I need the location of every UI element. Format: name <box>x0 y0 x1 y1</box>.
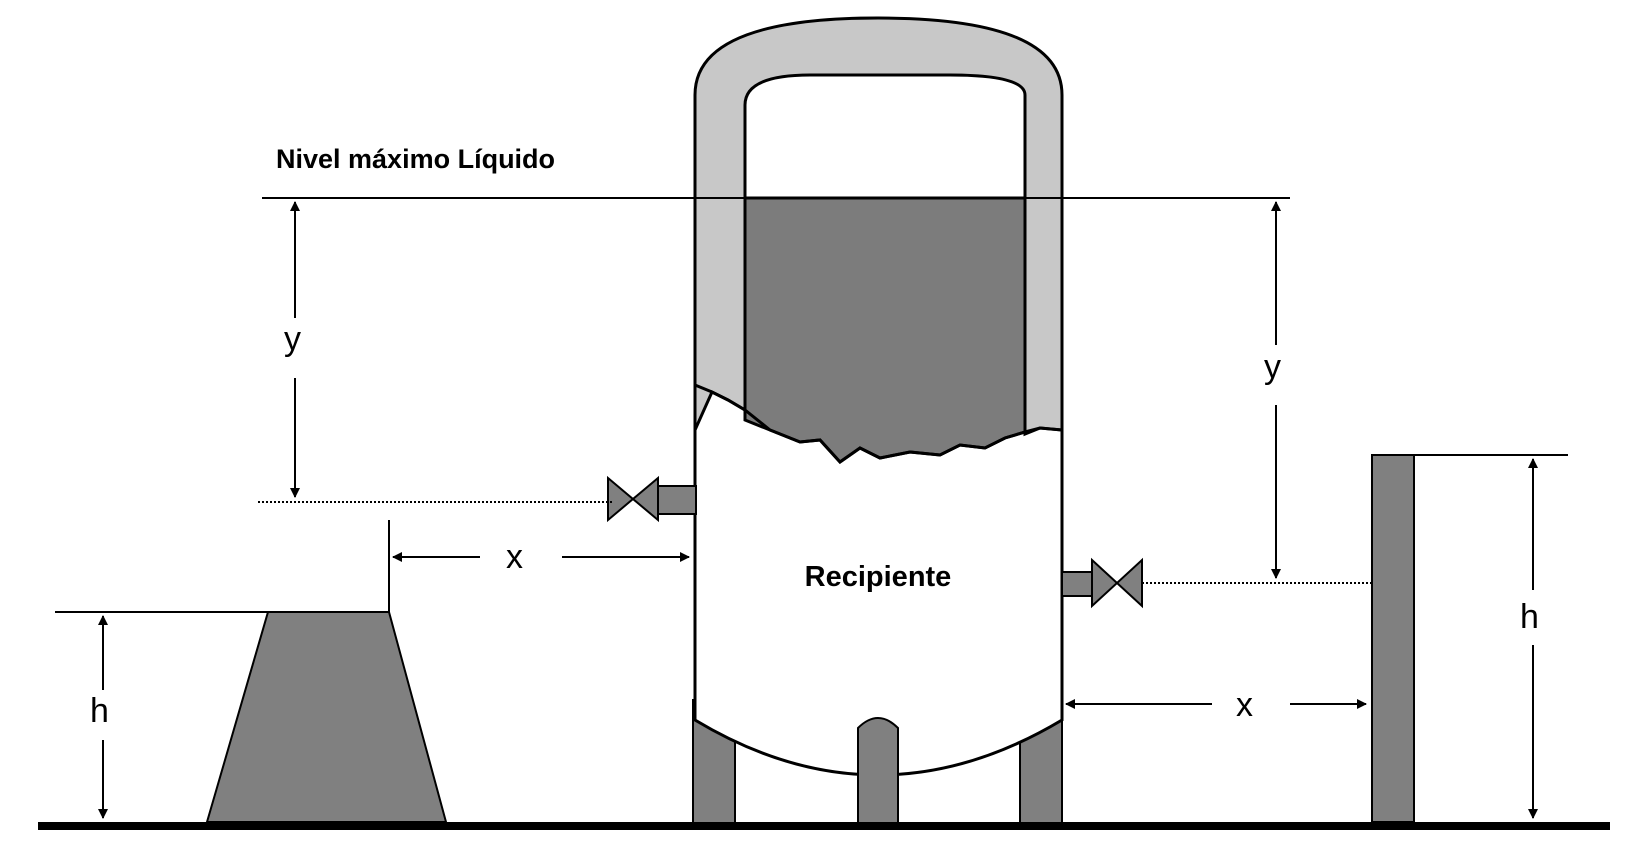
y-left-label: y <box>284 320 301 358</box>
ground-line <box>38 822 1610 830</box>
x-left-label: x <box>506 538 523 576</box>
valve-left-icon <box>607 475 659 523</box>
h-right-label: h <box>1520 598 1539 636</box>
vessel-nozzle-left <box>657 485 697 515</box>
vessel-bottom-nozzle <box>857 717 899 826</box>
vessel-label: Recipiente <box>805 561 952 593</box>
pedestal-structure <box>205 611 448 823</box>
wall-structure <box>1371 454 1415 823</box>
y-right-label: y <box>1264 348 1281 386</box>
right-clearance: y x h <box>1065 201 1568 823</box>
vessel <box>607 16 1143 826</box>
x-right-label: x <box>1236 686 1253 724</box>
left-clearance: y x h <box>55 201 690 823</box>
valve-right-icon <box>1091 557 1143 609</box>
max-level-label: Nivel máximo Líquido <box>276 144 555 174</box>
vessel-liquid <box>743 196 1027 464</box>
vessel-nozzle-right <box>1061 571 1093 597</box>
h-left-label: h <box>90 692 109 730</box>
vessel-cutaway-break <box>694 383 1063 464</box>
